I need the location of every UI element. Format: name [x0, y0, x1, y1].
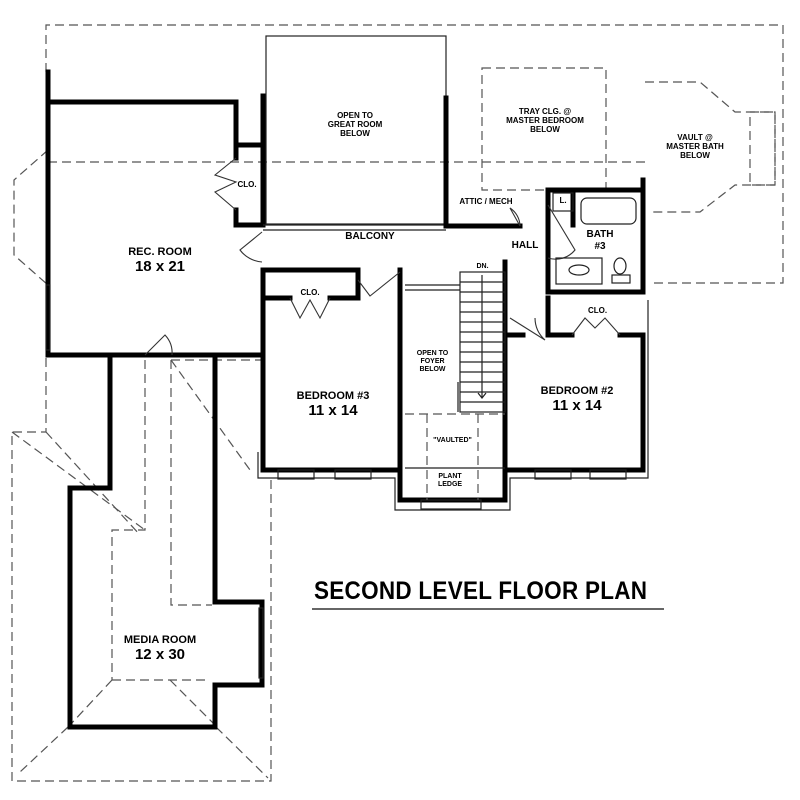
stairs-down-label: DN.	[476, 263, 489, 270]
windows	[45, 284, 649, 679]
linen-closet-label: L.	[559, 196, 567, 205]
vault-master-bath-label: VAULT @ MASTER BATH BELOW	[666, 133, 724, 161]
tray-ceiling-label: TRAY CLG. @ MASTER BEDROOM BELOW	[506, 107, 584, 135]
plant-ledge-label: PLANT LEDGE	[437, 473, 463, 489]
balcony-label: BALCONY	[345, 231, 395, 242]
bath-fixtures	[552, 192, 637, 285]
media-room-size: 12 x 30	[134, 646, 186, 664]
walls	[45, 69, 646, 730]
media-room-name: MEDIA ROOM	[123, 633, 197, 646]
bedroom3-label: BEDROOM #3 11 x 14	[278, 377, 388, 432]
bedroom2-size: 11 x 14	[552, 397, 602, 415]
bed2-closet-label: CLO.	[587, 306, 608, 315]
open-to-foyer-label: OPEN TO FOYER BELOW	[416, 350, 449, 374]
open-to-great-room-label: OPEN TO GREAT ROOM BELOW	[327, 111, 383, 139]
rec-room-label: REC. ROOM 18 x 21	[105, 233, 215, 288]
staircase	[405, 271, 506, 413]
bath3-label: BATH #3	[586, 229, 614, 252]
bed3-closet-label: CLO.	[300, 288, 320, 297]
plan-title: SECOND LEVEL FLOOR PLAN	[314, 577, 648, 605]
bedroom2-label: BEDROOM #2 11 x 14	[522, 372, 632, 427]
vaulted-label: "VAULTED"	[433, 437, 472, 444]
rec-closet-label: CLO.	[237, 180, 257, 189]
attic-mech-label: ATTIC / MECH	[459, 197, 513, 206]
rec-room-name: REC. ROOM	[128, 245, 192, 258]
hall-label: HALL	[511, 240, 539, 251]
doors	[144, 157, 621, 356]
rec-room-size: 18 x 21	[134, 258, 186, 276]
roof-outline	[11, 24, 784, 782]
bedroom2-name: BEDROOM #2	[540, 384, 614, 397]
bedroom3-name: BEDROOM #3	[296, 389, 370, 402]
vaulted-area	[405, 413, 505, 500]
bedroom3-size: 11 x 14	[308, 402, 358, 420]
title-underline	[312, 608, 664, 610]
media-room-label: MEDIA ROOM 12 x 30	[105, 621, 215, 676]
